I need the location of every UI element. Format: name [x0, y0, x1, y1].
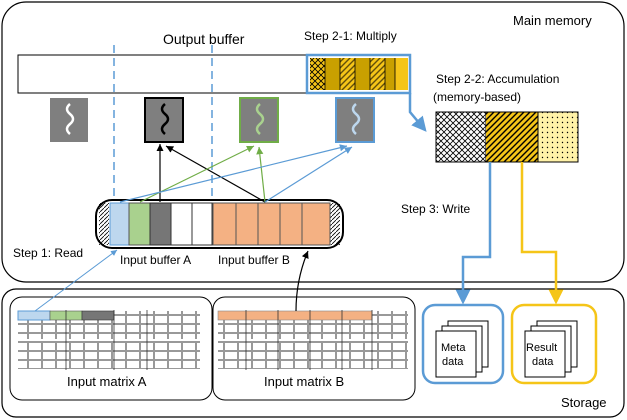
step-2-1-label: Step 2-1: Multiply	[304, 29, 397, 43]
result-data-doc	[510, 303, 598, 385]
step-2-2-sublabel: (memory-based)	[433, 90, 522, 104]
thread-icon	[50, 98, 88, 142]
result-data-label-2: data	[532, 356, 554, 368]
input-buffer	[95, 199, 344, 249]
input-matrix-b	[212, 296, 416, 401]
input-matrix-b-label: Input matrix B	[264, 374, 345, 389]
storage-label: Storage	[561, 395, 607, 410]
accumulation-block	[435, 111, 579, 163]
write-arrow-meta	[455, 162, 492, 305]
accumulate-arrow	[408, 93, 427, 132]
input-buffer-b-label: Input buffer B	[218, 253, 290, 267]
step-2-2-label: Step 2-2: Accumulation	[436, 72, 560, 86]
read-arrow-a	[34, 249, 118, 312]
input-matrix-a-label: Input matrix A	[67, 374, 147, 389]
main-memory-label: Main memory	[513, 13, 592, 28]
meta-data-label-1: Meta	[441, 342, 466, 354]
write-arrow-result	[520, 162, 564, 305]
thread-icon	[144, 97, 184, 143]
step-1-label: Step 1: Read	[13, 246, 84, 260]
input-buffer-a-label: Input buffer A	[120, 253, 192, 267]
thread-icon	[239, 97, 279, 143]
output-buffer-label: Output buffer	[163, 31, 245, 47]
multiply-strip	[305, 53, 412, 95]
meta-data-label-2: data	[442, 356, 464, 368]
meta-data-doc	[421, 303, 505, 385]
read-arrow-b	[295, 250, 309, 312]
thread-icon	[335, 97, 375, 143]
result-data-label-1: Result	[526, 342, 558, 354]
step-3-label: Step 3: Write	[401, 202, 471, 216]
input-matrix-a	[9, 296, 213, 401]
